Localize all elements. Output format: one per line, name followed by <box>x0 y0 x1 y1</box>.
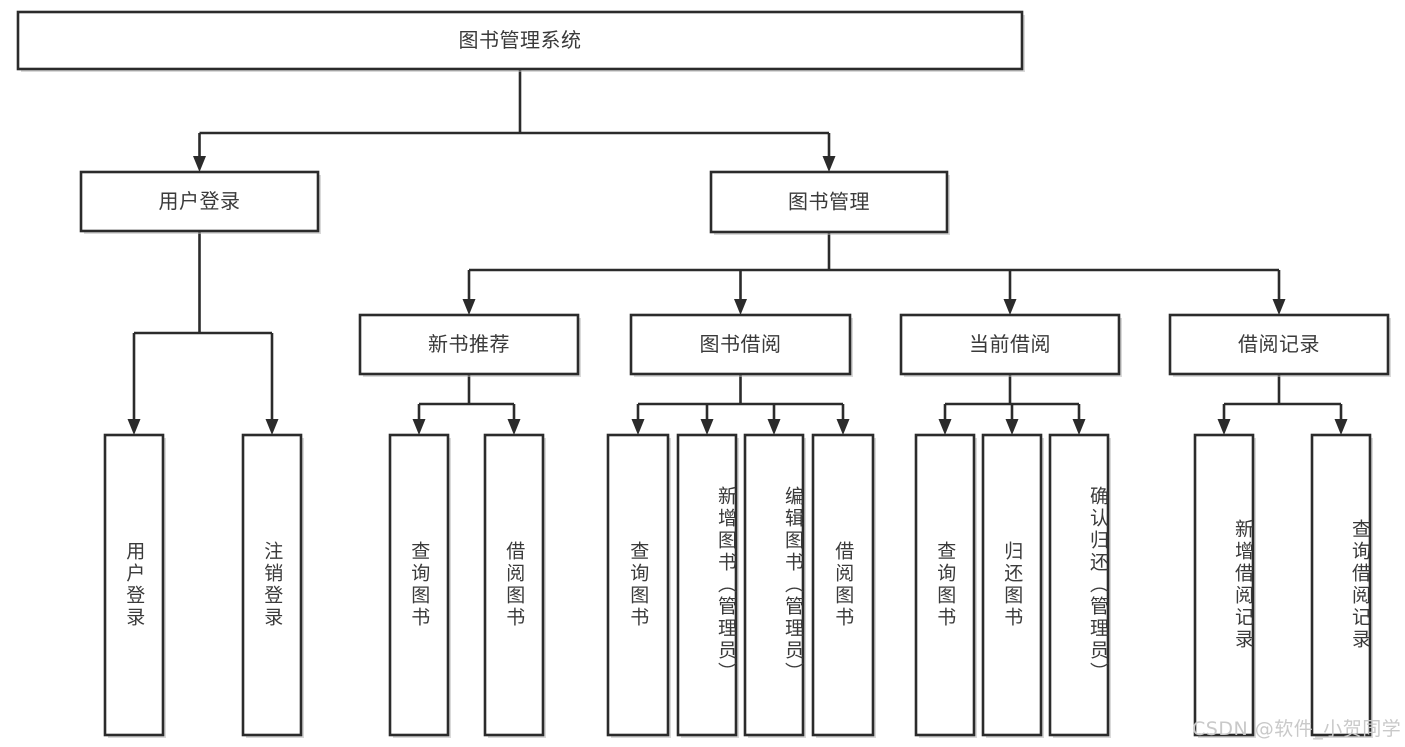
leaf-box-leaf-query-record[interactable] <box>1310 433 1372 737</box>
leaf-box-leaf-user-logout[interactable] <box>241 433 303 737</box>
arrow-head-icon <box>1334 419 1348 435</box>
connector-lines <box>127 69 1348 435</box>
arrow-head-icon <box>462 299 476 315</box>
root-box[interactable] <box>16 10 1024 71</box>
arrow-head-icon <box>767 419 781 435</box>
csdn-watermark: CSDN @软件_小贺同学 <box>1192 718 1402 740</box>
leaf-box-leaf-query-book-2[interactable] <box>606 433 670 737</box>
node-label-book-borrow: 图书借阅 <box>700 332 782 356</box>
leaf-box-leaf-add-record[interactable] <box>1193 433 1255 737</box>
root-label: 图书管理系统 <box>459 28 582 52</box>
node-box-book-manage[interactable] <box>709 170 949 234</box>
arrow-head-icon <box>1272 299 1286 315</box>
arrow-head-icon <box>1217 419 1231 435</box>
leaf-box-leaf-query-book-1[interactable] <box>388 433 450 737</box>
arrow-head-icon <box>836 419 850 435</box>
arrow-head-icon <box>734 299 747 315</box>
leaf-box-leaf-user-login[interactable] <box>103 433 165 737</box>
arrow-head-icon <box>1072 419 1086 435</box>
leaf-box-leaf-add-book[interactable] <box>676 433 738 737</box>
node-label-new-book-recommend: 新书推荐 <box>428 332 510 356</box>
node-box-borrow-record[interactable] <box>1168 313 1390 376</box>
arrow-head-icon <box>507 419 521 435</box>
arrow-head-icon <box>938 419 952 435</box>
arrow-head-icon <box>631 419 645 435</box>
arrow-head-icon <box>1005 419 1019 435</box>
node-label-borrow-record: 借阅记录 <box>1238 332 1320 356</box>
leaf-box-leaf-confirm-return[interactable] <box>1048 433 1110 737</box>
arrow-head-icon <box>265 419 279 435</box>
node-box-user-login[interactable] <box>79 170 320 233</box>
node-label-book-manage: 图书管理 <box>788 190 870 214</box>
node-box-current-borrow[interactable] <box>899 313 1121 376</box>
leaf-box-leaf-edit-book[interactable] <box>743 433 805 737</box>
node-label-current-borrow: 当前借阅 <box>969 332 1051 356</box>
arrow-head-icon <box>412 419 426 435</box>
leaf-box-leaf-return-book[interactable] <box>981 433 1043 737</box>
arrow-head-icon <box>822 156 836 172</box>
node-box-new-book-recommend[interactable] <box>358 313 580 376</box>
leaf-box-leaf-query-book-3[interactable] <box>914 433 976 737</box>
arrow-head-icon <box>127 419 141 435</box>
arrow-head-icon <box>193 156 206 172</box>
node-label-user-login: 用户登录 <box>159 189 241 213</box>
arrow-head-icon <box>1003 299 1017 315</box>
node-box-book-borrow[interactable] <box>629 313 852 376</box>
leaf-box-leaf-borrow-book-1[interactable] <box>483 433 545 737</box>
arrow-head-icon <box>700 419 714 435</box>
leaf-box-leaf-borrow-book-2[interactable] <box>811 433 875 737</box>
